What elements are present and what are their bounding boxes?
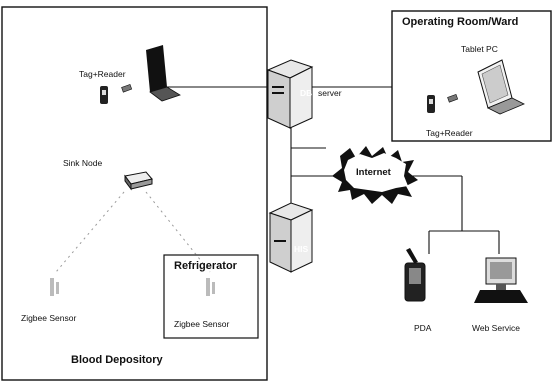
tag-reader-right-label: Tag+Reader xyxy=(426,129,473,138)
desktop-pc-icon xyxy=(474,258,528,303)
rfid-reader-icon-right xyxy=(427,95,435,113)
web-service-label: Web Service xyxy=(472,324,520,333)
rfid-reader-icon xyxy=(100,86,108,104)
zigbee-sensor-fridge-label: Zigbee Sensor xyxy=(174,320,229,329)
connection-lines xyxy=(165,87,499,254)
zigbee-sensor-icon-fridge xyxy=(206,278,215,296)
pda-icon xyxy=(405,248,425,301)
internet-label: Internet xyxy=(356,168,391,178)
his-server-icon xyxy=(270,203,312,272)
server-label: server xyxy=(318,89,342,98)
db-label: DB xyxy=(300,89,312,98)
laptop-icon xyxy=(146,45,180,101)
zigbee-sensor-left-label: Zigbee Sensor xyxy=(21,314,76,323)
operating-room-region xyxy=(392,11,551,141)
tag-reader-left-label: Tag+Reader xyxy=(79,70,126,79)
operating-room-title: Operating Room/Ward xyxy=(402,17,518,28)
wireless-link-left xyxy=(56,192,124,272)
tablet-pc-icon xyxy=(478,60,524,114)
blood-depository-title: Blood Depository xyxy=(71,355,163,366)
zigbee-sensor-icon-left xyxy=(50,278,59,296)
rfid-tag-icon-right xyxy=(448,94,458,102)
sink-node-label: Sink Node xyxy=(63,159,102,168)
tablet-pc-label: Tablet PC xyxy=(461,45,498,54)
sink-node-icon xyxy=(125,172,152,189)
rfid-tag-icon xyxy=(122,84,132,92)
pda-label: PDA xyxy=(414,324,431,333)
refrigerator-title: Refrigerator xyxy=(174,261,237,272)
his-label: HIS xyxy=(294,245,308,254)
